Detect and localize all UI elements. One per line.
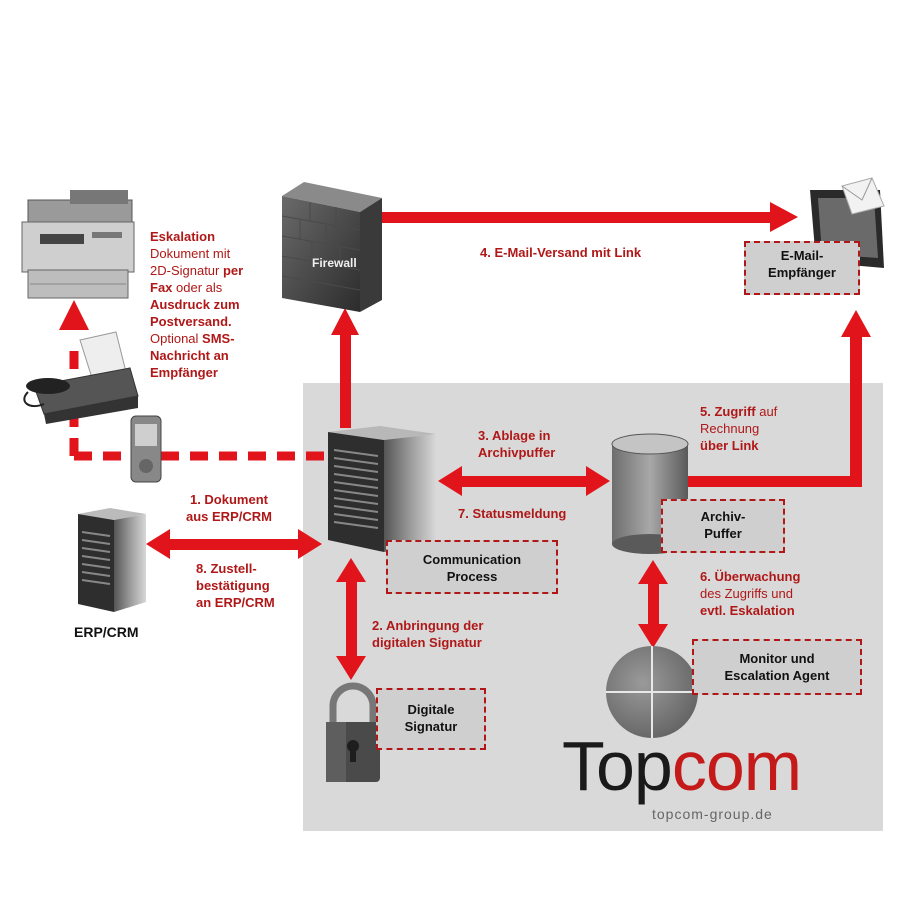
server-icon [328, 426, 436, 552]
escalation-line3b: per [222, 263, 244, 278]
step-7-label: 7. Statusmeldung [458, 506, 567, 521]
escalation-line1: Eskalation [150, 228, 243, 245]
escalation-line9-text: Empfänger [150, 365, 218, 380]
escalation-line7: Optional SMS- [150, 330, 243, 347]
escalation-line8: Nachricht an [150, 347, 243, 364]
copier-icon [21, 190, 135, 299]
step-5-line3: über Link [700, 437, 777, 454]
step-2-label: 2. Anbringung der digitalen Signatur [372, 617, 483, 651]
fax-icon [23, 331, 139, 424]
email-receiver-label: E-Mail- Empfänger [744, 241, 860, 295]
step-2-line2: digitalen Signatur [372, 635, 482, 650]
archive-buffer-line1: Archiv- [700, 509, 746, 524]
step-3-line1: 3. Ablage in [478, 428, 551, 443]
step-5-label: 5. Zugriff auf Rechnung über Link [700, 403, 777, 454]
escalation-line6: Postversand. [150, 313, 243, 330]
brand-name-com: com [671, 727, 802, 805]
step-8-label: 8. Zustell- bestätigung an ERP/CRM [196, 560, 275, 611]
arrow-monitoring [638, 560, 668, 648]
step-6-bold2: evtl. Eskalation [700, 603, 795, 618]
arrows [59, 202, 871, 680]
firewall-label: Firewall [312, 256, 357, 270]
escalation-line5-text: Ausdruck zum [150, 297, 240, 312]
escalation-line7a: Optional [150, 331, 203, 346]
email-receiver-line1: E-Mail- [780, 248, 824, 263]
step-5-bold2: über Link [700, 438, 759, 453]
step-1-label: 1. Dokument aus ERP/CRM [186, 491, 272, 525]
step-5-bold1: 5. Zugriff [700, 404, 756, 419]
arrow-link-access [688, 310, 871, 487]
padlock-icon [326, 682, 380, 782]
step-6-label: 6. Überwachung des Zugriffs und evtl. Es… [700, 568, 800, 619]
email-tablet-icon [810, 177, 885, 268]
step-6-line1: 6. Überwachung [700, 568, 800, 585]
escalation-line3a: 2D-Signatur [150, 263, 223, 278]
step-8-line3: an ERP/CRM [196, 595, 275, 610]
step-5-line2: Rechnung [700, 421, 760, 436]
arrow-signature [336, 558, 366, 680]
escalation-line4: Fax oder als [150, 279, 243, 296]
email-receiver-line2: Empfänger [768, 265, 836, 280]
communication-process-label: Communication Process [386, 540, 558, 594]
escalation-line8-text: Nachricht an [150, 348, 229, 363]
escalation-line4a: Fax [150, 280, 173, 295]
archive-buffer-label: Archiv- Puffer [661, 499, 785, 553]
communication-process-line1: Communication [422, 552, 522, 567]
monitor-agent-label: Monitor und Escalation Agent [692, 639, 862, 695]
escalation-line5: Ausdruck zum [150, 296, 243, 313]
monitor-disc-icon [606, 646, 698, 738]
arrow-server-to-firewall [331, 308, 359, 428]
escalation-text: Eskalation Dokument mit 2D-Signatur per … [150, 228, 243, 381]
brand-logo: Topcom [562, 727, 802, 805]
monitor-agent-line2: Escalation Agent [724, 668, 830, 683]
arrow-erp-exchange [146, 529, 322, 559]
communication-process-line2: Process [446, 569, 498, 584]
step-3-label: 3. Ablage in Archivpuffer [478, 427, 555, 461]
step-5-line1: 5. Zugriff auf [700, 403, 777, 420]
escalation-title: Eskalation [150, 229, 216, 244]
monitor-agent-line1: Monitor und [739, 651, 815, 666]
digital-signature-label: Digitale Signatur [376, 688, 486, 750]
step-8-line2: bestätigung [196, 578, 270, 593]
digital-signature-line2: Signatur [404, 719, 458, 734]
step-3-line2: Archivpuffer [478, 445, 556, 460]
escalation-line2: Dokument mit [150, 246, 231, 261]
digital-signature-line1: Digitale [407, 702, 455, 717]
step-8-line1: 8. Zustell- [196, 561, 257, 576]
step-5-normal1: auf [755, 404, 778, 419]
escalation-line7b: SMS- [202, 331, 235, 346]
brand-name-top: Top [562, 727, 673, 805]
brand-url: topcom-group.de [652, 806, 773, 822]
arrow-email-dispatch [380, 202, 798, 232]
arrow-archive-exchange [438, 466, 610, 496]
escalation-line6-text: Postversand. [150, 314, 232, 329]
escalation-line4b: oder als [172, 280, 223, 295]
step-6-line3: evtl. Eskalation [700, 602, 800, 619]
step-4-label: 4. E-Mail-Versand mit Link [480, 245, 642, 260]
erp-label: ERP/CRM [74, 624, 139, 640]
step-6-line2: des Zugriffs und [700, 586, 793, 601]
phone-icon [130, 415, 162, 483]
escalation-line3: 2D-Signatur per [150, 262, 243, 279]
escalation-line9: Empfänger [150, 364, 243, 381]
archive-buffer-line2: Puffer [704, 526, 742, 541]
step-6-bold1: 6. Überwachung [700, 569, 801, 584]
firewall-icon [281, 182, 382, 312]
step-1-line2: aus ERP/CRM [186, 509, 272, 524]
step-2-line1: 2. Anbringung der [372, 618, 484, 633]
erp-server-icon [78, 508, 146, 612]
step-1-line1: 1. Dokument [189, 492, 268, 507]
